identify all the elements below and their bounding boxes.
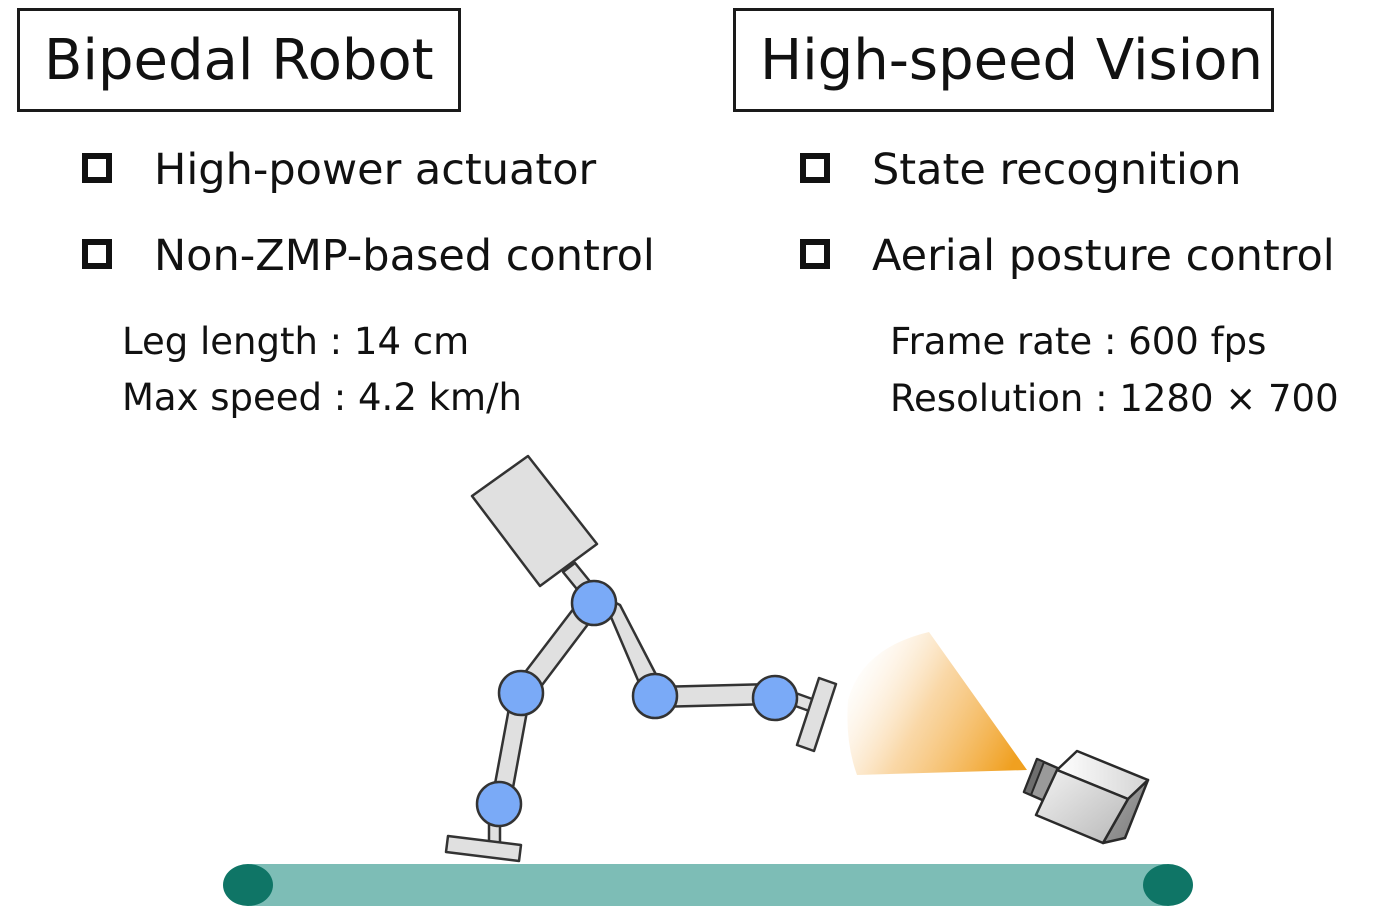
bipedal-robot-title: Bipedal Robot	[17, 8, 461, 112]
spec-leg-length: Leg length : 14 cm	[122, 320, 470, 363]
right-knee-joint	[631, 672, 679, 720]
robot-body	[470, 454, 599, 588]
robot-joints	[475, 579, 799, 828]
spec-max-speed: Max speed : 4.2 km/h	[122, 376, 523, 419]
hip-joint	[570, 579, 618, 627]
bullet-text: High-power actuator	[154, 145, 597, 195]
bullet-text: Non-ZMP-based control	[154, 231, 655, 281]
vision-cone	[847, 632, 1027, 775]
checkbox-empty-icon	[800, 239, 830, 269]
treadmill-belt	[247, 864, 1169, 906]
bipedal-robot-title-text: Bipedal Robot	[44, 27, 434, 93]
right-ankle-joint	[751, 674, 799, 722]
treadmill	[223, 864, 1193, 906]
camera-icon	[1022, 749, 1150, 845]
treadmill-roller-left	[223, 864, 273, 906]
high-speed-vision-title: High-speed Vision	[733, 8, 1274, 112]
checkbox-empty-icon	[82, 239, 112, 269]
checkbox-empty-icon	[800, 153, 830, 183]
spec-resolution: Resolution : 1280 × 700	[890, 377, 1339, 420]
left-knee-joint	[497, 669, 545, 717]
left-foot	[444, 834, 523, 863]
left-ankle-joint	[475, 780, 523, 828]
right-foot	[795, 676, 838, 753]
bullet-text: State recognition	[872, 145, 1242, 195]
bullet-text: Aerial posture control	[872, 231, 1335, 281]
treadmill-roller-right	[1143, 864, 1193, 906]
high-speed-vision-title-text: High-speed Vision	[760, 27, 1264, 93]
spec-frame-rate: Frame rate : 600 fps	[890, 320, 1267, 363]
checkbox-empty-icon	[82, 153, 112, 183]
